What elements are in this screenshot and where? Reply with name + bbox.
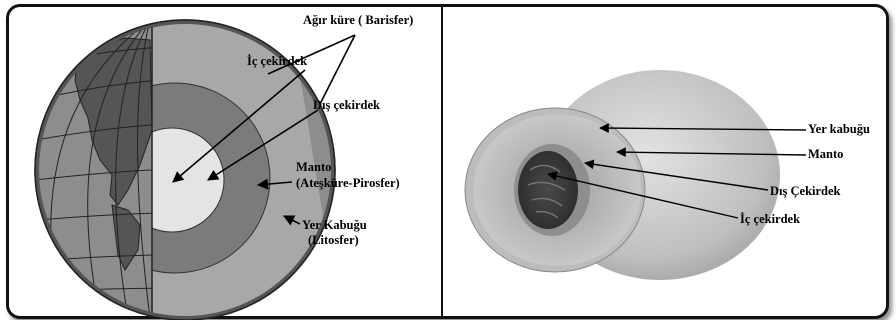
label-peach-ic-cekirdek: İç çekirdek [740,212,800,227]
label-litosfer: (Litosfer) [308,233,359,248]
label-peach-yer-kabugu: Yer kabuğu [808,122,870,137]
label-manto-sub: (Ateşküre-Pirosfer) [296,176,400,191]
arrow-barisfer-2 [320,35,355,104]
label-ic-cekirdek: İç çekirdek [247,54,307,69]
label-dis-cekirdek: Dış çekirdek [313,98,380,113]
label-peach-manto: Manto [808,147,843,162]
label-barisfer: Ağır küre ( Barisfer) [303,13,413,28]
label-yer-kabugu: Yer Kabuğu [302,218,367,233]
label-manto: Manto [296,160,331,175]
label-peach-dis-cekirdek: Dış Çekirdek [770,184,841,199]
peach-illustration [465,70,780,280]
peach-pit [518,151,578,229]
